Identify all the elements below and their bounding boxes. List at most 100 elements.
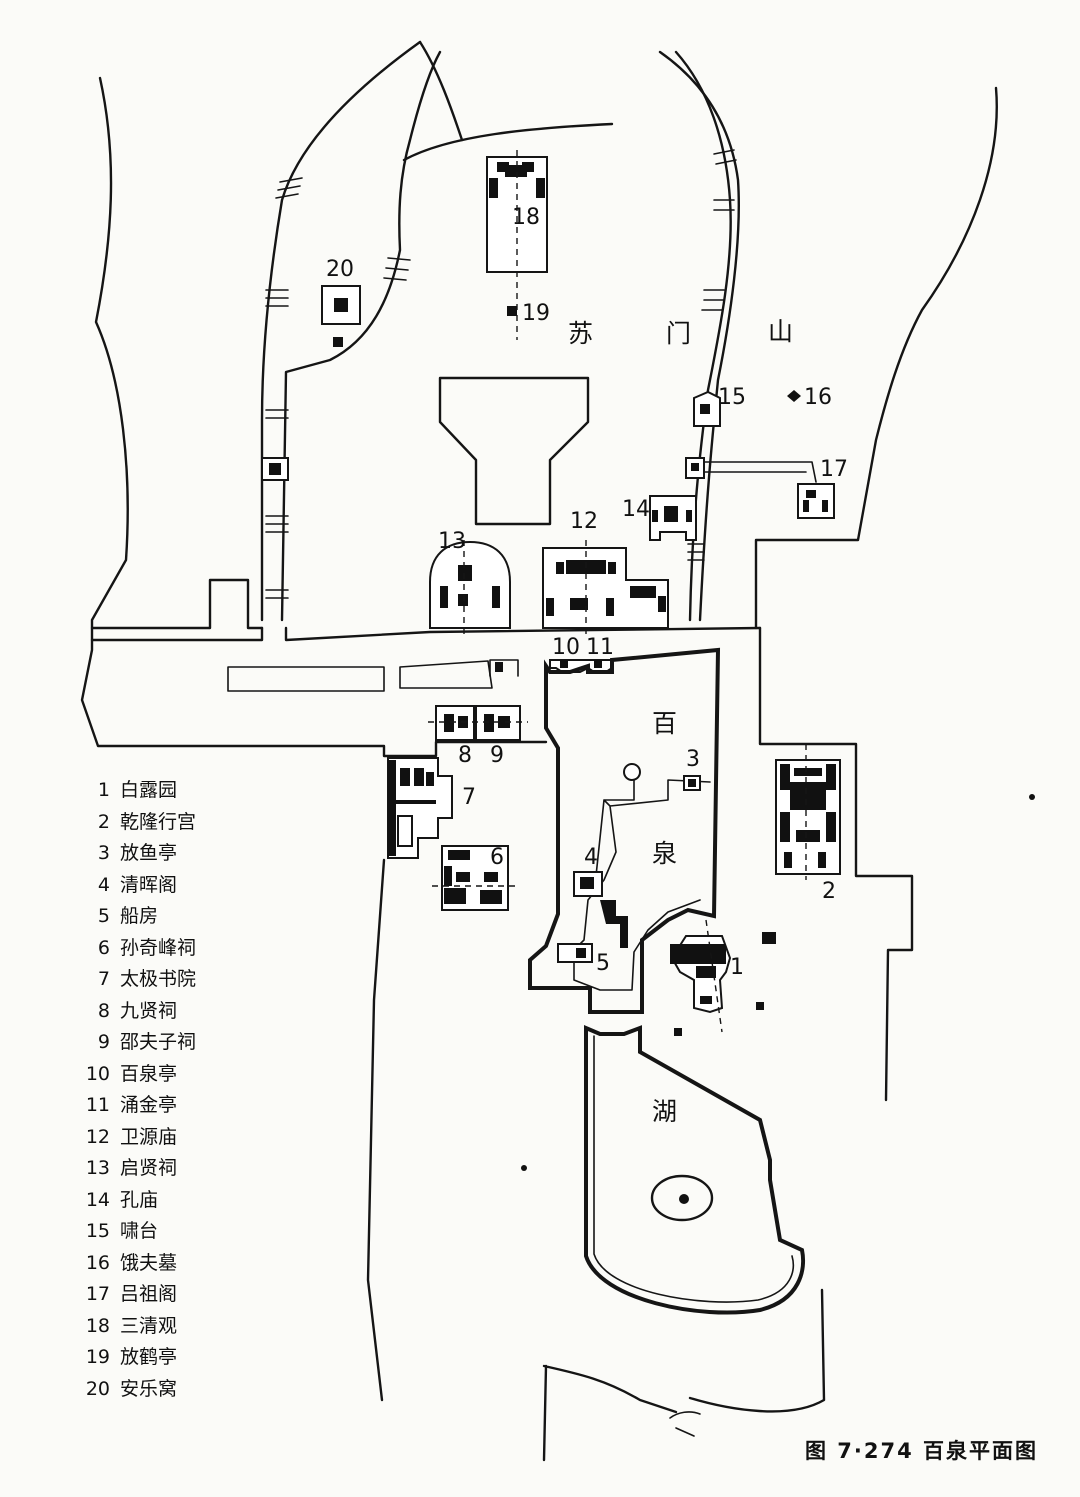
building-18-sanqing-temple <box>486 150 548 340</box>
mountain-path-left-inner <box>280 50 442 622</box>
legend-label: 安乐窝 <box>120 1377 178 1400</box>
legend-item: 13 启贤祠 <box>82 1153 196 1185</box>
legend-item: 11 涌金亭 <box>82 1090 196 1122</box>
road-median-right <box>399 660 493 689</box>
baiquan-inner-shore <box>573 771 711 991</box>
legend-item: 20 安乐窝 <box>82 1374 196 1406</box>
marker-20: 20 <box>326 257 354 282</box>
legend-number: 19 <box>85 1346 110 1368</box>
building-5-boathouse <box>557 943 593 963</box>
marker-9: 9 <box>490 743 504 768</box>
legend-label: 九贤祠 <box>120 999 178 1022</box>
marker-17: 17 <box>820 457 848 482</box>
building-16-hungry-man-tomb <box>787 390 801 402</box>
legend-number: 14 <box>85 1188 110 1211</box>
legend-label: 邵夫子祠 <box>120 1031 197 1053</box>
scratch-marks <box>669 1411 701 1437</box>
building-20-anle-nest <box>321 285 361 347</box>
legend-number: 7 <box>97 968 110 990</box>
stray-dot-1 <box>1029 794 1035 800</box>
road-median-left <box>227 666 385 692</box>
label-su: 苏 <box>568 319 593 348</box>
legend-number: 4 <box>97 873 110 896</box>
legend-number: 3 <box>97 842 110 864</box>
building-1-bailu-garden <box>670 919 776 1036</box>
legend-label: 涌金亭 <box>120 1094 178 1116</box>
legend-number: 10 <box>85 1062 110 1085</box>
label-quan: 泉 <box>652 839 677 868</box>
figure-caption: 图 7·274 百泉平面图 <box>804 1439 1038 1463</box>
building-12-weiyuan-temple <box>542 540 669 634</box>
site-boundary-left <box>90 76 264 630</box>
marker-19: 19 <box>522 301 550 326</box>
legend-number: 18 <box>85 1314 110 1337</box>
legend-number: 16 <box>85 1251 110 1274</box>
baiquan-small-pavilion <box>623 763 641 781</box>
legend-item: 12 卫源庙 <box>82 1122 196 1154</box>
legend-item: 4 清晖阁 <box>82 870 196 902</box>
marker-12: 12 <box>570 509 598 534</box>
legend-label: 啸台 <box>120 1220 159 1242</box>
stray-dot-2 <box>521 1165 527 1171</box>
marker-1: 1 <box>730 955 744 980</box>
road-gate-block <box>495 662 503 672</box>
legend-label: 清晖阁 <box>120 873 178 896</box>
mountain-path-top-inner <box>418 40 464 142</box>
building-13-qixian-shrine <box>429 540 511 634</box>
left-path-shrine <box>261 457 289 481</box>
building-4-qinghui-pavilion <box>573 871 603 897</box>
mountain-path-top <box>402 122 614 162</box>
legend-label: 启贤祠 <box>120 1157 178 1179</box>
legend-number: 12 <box>85 1125 110 1148</box>
mountain-path-right-outer <box>658 50 740 622</box>
legend-number: 1 <box>97 779 110 801</box>
site-boundary-lower-mid <box>542 1364 678 1462</box>
legend-label: 三清观 <box>120 1314 178 1337</box>
legend-label: 饿夫墓 <box>120 1251 178 1274</box>
building-3-fish-release-pavilion <box>683 775 701 791</box>
legend-item: 18 三清观 <box>82 1311 196 1343</box>
legend-label: 吕祖阁 <box>120 1283 178 1305</box>
label-men: 门 <box>666 319 691 348</box>
lake-island <box>650 1174 714 1222</box>
road-gate <box>489 659 519 677</box>
stepped-terrace <box>438 376 590 526</box>
marker-3: 3 <box>686 747 700 772</box>
marker-4: 4 <box>584 845 598 870</box>
legend-number: 11 <box>85 1094 110 1116</box>
legend-number: 13 <box>85 1157 110 1179</box>
stair-marks <box>265 149 737 599</box>
path-to-lvzu-pavilion <box>699 461 817 483</box>
building-8-9-shrines <box>428 705 528 741</box>
marker-6: 6 <box>490 845 504 870</box>
marker-15: 15 <box>718 385 746 410</box>
building-19-crane-pavilion <box>507 306 517 316</box>
legend-number: 5 <box>97 905 110 927</box>
legend-item: 10 百泉亭 <box>82 1059 196 1091</box>
mountain-path-left-outer <box>260 40 422 622</box>
marker-14: 14 <box>622 497 650 522</box>
site-boundary-lower-left <box>366 858 386 1402</box>
marker-2: 2 <box>822 879 836 904</box>
legend-number: 20 <box>85 1377 110 1400</box>
baiquan-east-wall-hatch <box>600 900 628 948</box>
building-17-lvzu-pavilion <box>797 483 835 519</box>
legend-label: 放鹤亭 <box>120 1346 178 1368</box>
building-6-sun-qifeng-shrine <box>432 845 518 911</box>
lake-shore <box>584 1024 806 1315</box>
legend-number: 6 <box>97 936 110 959</box>
legend-label: 百泉亭 <box>120 1062 178 1085</box>
marker-13: 13 <box>438 529 466 554</box>
legend-label: 卫源庙 <box>120 1125 178 1148</box>
site-boundary-lower-right <box>688 1288 826 1413</box>
building-7-taiji-academy <box>387 757 453 859</box>
